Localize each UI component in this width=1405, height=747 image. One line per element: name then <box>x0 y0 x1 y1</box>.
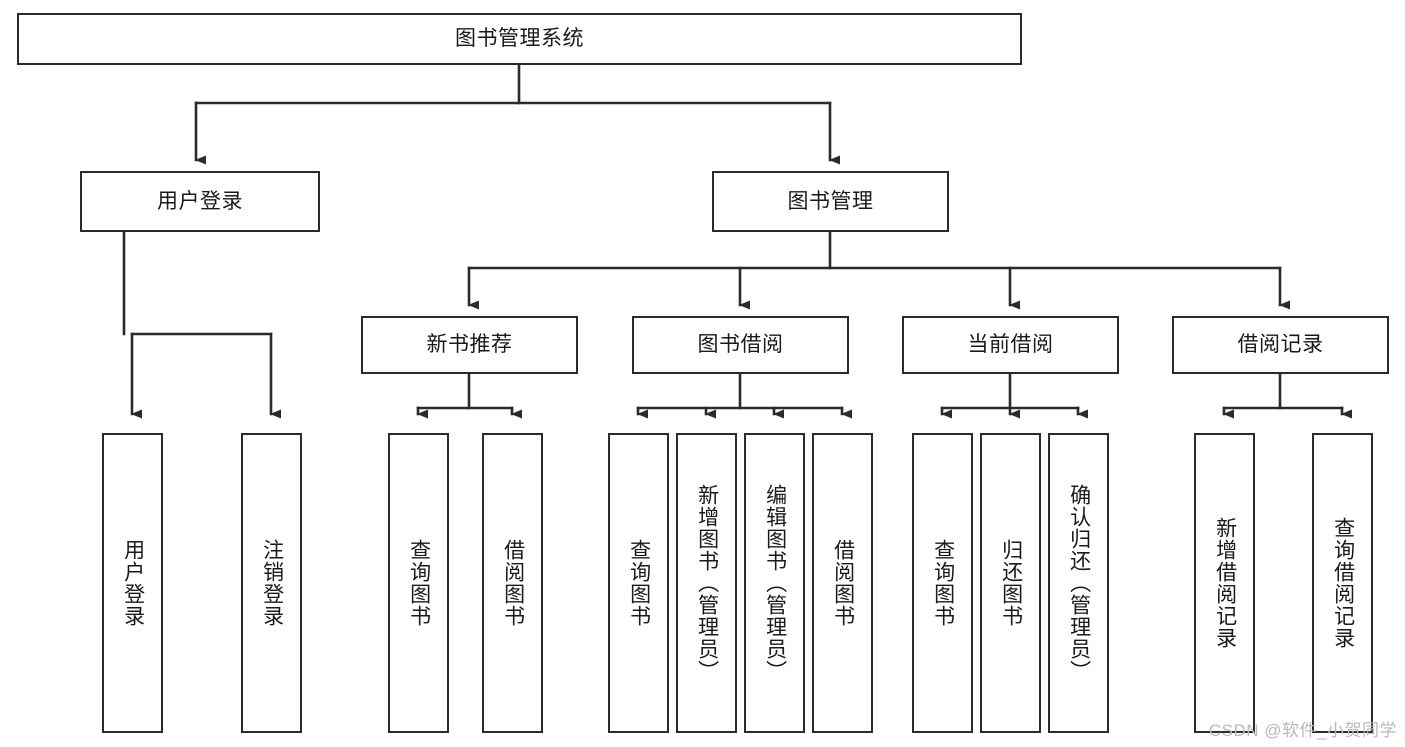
node-leaf-query-book-3[interactable]: 查询图书 <box>912 433 973 733</box>
node-label: 新增图书（管理员） <box>695 484 719 682</box>
node-root-book-management-system[interactable]: 图书管理系统 <box>17 13 1022 65</box>
node-label: 注销登录 <box>260 539 284 627</box>
node-leaf-borrow-book-1[interactable]: 借阅图书 <box>482 433 543 733</box>
node-new-book-recommend[interactable]: 新书推荐 <box>361 316 578 374</box>
node-current-borrow[interactable]: 当前借阅 <box>902 316 1119 374</box>
node-label: 确认归还（管理员） <box>1067 484 1091 682</box>
node-label: 图书借阅 <box>697 333 784 357</box>
node-leaf-borrow-book-2[interactable]: 借阅图书 <box>812 433 873 733</box>
node-leaf-add-record[interactable]: 新增借阅记录 <box>1194 433 1255 733</box>
node-label: 查询图书 <box>627 539 651 627</box>
node-book-borrow[interactable]: 图书借阅 <box>632 316 849 374</box>
node-label: 借阅图书 <box>501 539 525 627</box>
node-leaf-logout[interactable]: 注销登录 <box>241 433 302 733</box>
node-label: 查询借阅记录 <box>1331 517 1355 649</box>
node-leaf-return-book[interactable]: 归还图书 <box>980 433 1041 733</box>
node-label: 用户登录 <box>121 539 145 627</box>
node-label: 查询图书 <box>407 539 431 627</box>
node-label: 查询图书 <box>931 539 955 627</box>
node-leaf-query-record[interactable]: 查询借阅记录 <box>1312 433 1373 733</box>
node-label: 图书管理系统 <box>455 27 584 51</box>
node-label: 用户登录 <box>157 189 243 213</box>
node-label: 借阅记录 <box>1237 333 1324 357</box>
node-borrow-record[interactable]: 借阅记录 <box>1172 316 1389 374</box>
node-label: 图书管理 <box>787 189 874 213</box>
node-label: 当前借阅 <box>967 333 1054 357</box>
node-label: 新增借阅记录 <box>1213 517 1237 649</box>
node-leaf-query-book-2[interactable]: 查询图书 <box>608 433 669 733</box>
node-label: 新书推荐 <box>426 333 513 357</box>
node-leaf-edit-book[interactable]: 编辑图书（管理员） <box>744 433 805 733</box>
node-user-login[interactable]: 用户登录 <box>80 171 320 232</box>
node-leaf-user-login[interactable]: 用户登录 <box>102 433 163 733</box>
node-leaf-query-book-1[interactable]: 查询图书 <box>388 433 449 733</box>
node-book-manage[interactable]: 图书管理 <box>712 171 949 232</box>
node-leaf-add-book[interactable]: 新增图书（管理员） <box>676 433 737 733</box>
node-leaf-confirm-return[interactable]: 确认归还（管理员） <box>1048 433 1109 733</box>
node-label: 编辑图书（管理员） <box>763 484 787 682</box>
watermark: CSDN @软件_小贺同学 <box>1208 721 1397 740</box>
node-label: 归还图书 <box>999 539 1023 627</box>
node-label: 借阅图书 <box>831 539 855 627</box>
